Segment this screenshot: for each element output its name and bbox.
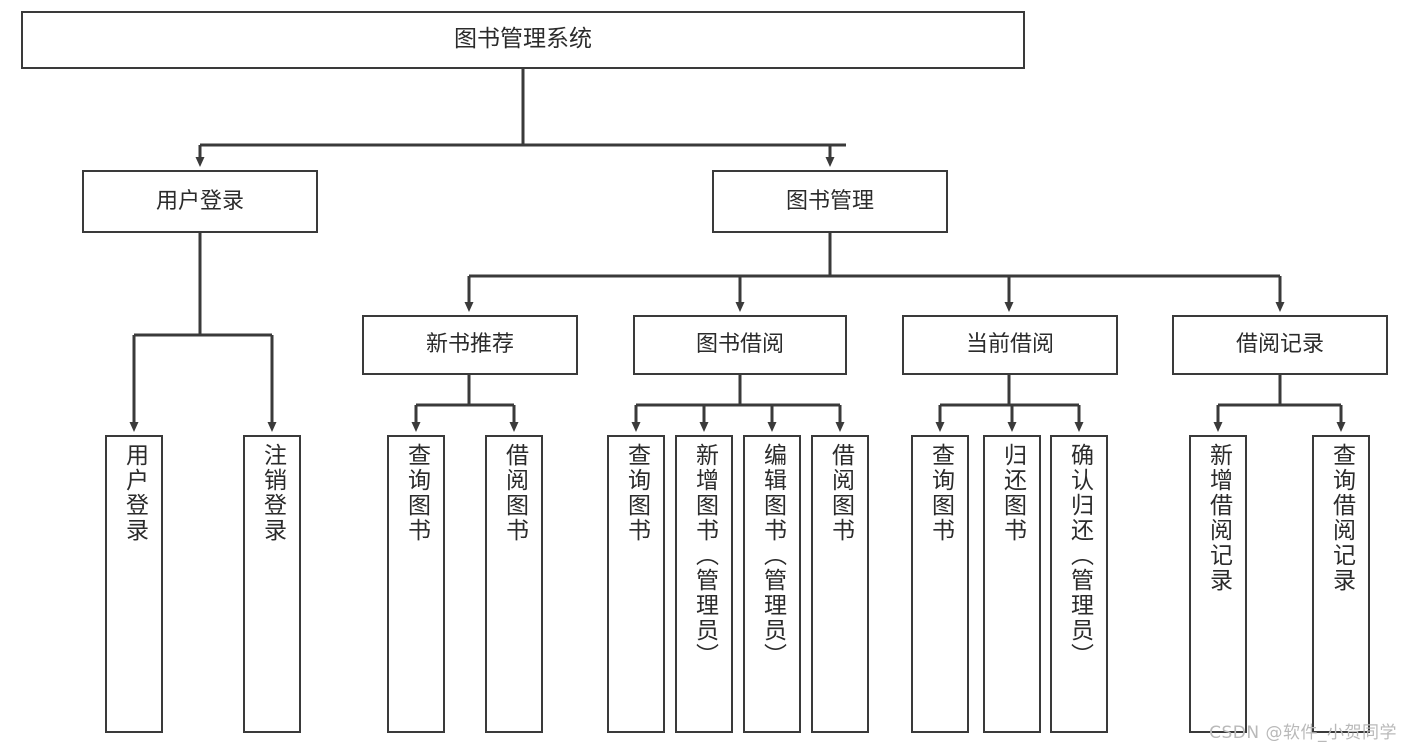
node-root-label: 图书管理系统 [454, 26, 592, 53]
node-book-borrow[interactable]: 图书借阅 [633, 315, 847, 375]
node-leaf-user-login-label: 用户登录 [121, 443, 148, 543]
node-leaf-add-book[interactable]: 新增图书（管理员） [675, 435, 733, 733]
node-leaf-user-login[interactable]: 用户登录 [105, 435, 163, 733]
node-leaf-borrow-book-2-label: 借阅图书 [827, 443, 854, 543]
node-leaf-add-record[interactable]: 新增借阅记录 [1189, 435, 1247, 733]
node-leaf-query-book-3-label: 查询图书 [927, 443, 954, 543]
node-leaf-add-record-label: 新增借阅记录 [1205, 443, 1232, 593]
node-leaf-logout-label: 注销登录 [259, 443, 286, 543]
node-new-book-recommend-label: 新书推荐 [425, 332, 514, 358]
node-leaf-query-record-label: 查询借阅记录 [1328, 443, 1355, 593]
node-book-manage[interactable]: 图书管理 [712, 170, 948, 233]
node-leaf-confirm-return-label: 确认归还（管理员） [1066, 443, 1093, 668]
node-leaf-confirm-return[interactable]: 确认归还（管理员） [1050, 435, 1108, 733]
node-leaf-borrow-book-2[interactable]: 借阅图书 [811, 435, 869, 733]
node-leaf-edit-book[interactable]: 编辑图书（管理员） [743, 435, 801, 733]
node-book-manage-label: 图书管理 [785, 188, 874, 214]
node-book-borrow-label: 图书借阅 [695, 332, 784, 358]
node-root[interactable]: 图书管理系统 [21, 11, 1025, 69]
node-borrow-record[interactable]: 借阅记录 [1172, 315, 1388, 375]
node-leaf-return-book-label: 归还图书 [999, 443, 1026, 543]
node-leaf-borrow-book-1-label: 借阅图书 [501, 443, 528, 543]
node-leaf-query-book-1[interactable]: 查询图书 [387, 435, 445, 733]
node-new-book-recommend[interactable]: 新书推荐 [362, 315, 578, 375]
node-leaf-logout[interactable]: 注销登录 [243, 435, 301, 733]
node-current-borrow-label: 当前借阅 [965, 332, 1054, 358]
node-leaf-query-book-3[interactable]: 查询图书 [911, 435, 969, 733]
node-leaf-query-record[interactable]: 查询借阅记录 [1312, 435, 1370, 733]
node-borrow-record-label: 借阅记录 [1235, 332, 1324, 358]
node-leaf-borrow-book-1[interactable]: 借阅图书 [485, 435, 543, 733]
node-leaf-query-book-1-label: 查询图书 [403, 443, 430, 543]
node-user-login[interactable]: 用户登录 [82, 170, 318, 233]
node-leaf-return-book[interactable]: 归还图书 [983, 435, 1041, 733]
node-leaf-query-book-2[interactable]: 查询图书 [607, 435, 665, 733]
node-leaf-add-book-label: 新增图书（管理员） [691, 443, 718, 668]
node-current-borrow[interactable]: 当前借阅 [902, 315, 1118, 375]
node-leaf-query-book-2-label: 查询图书 [623, 443, 650, 543]
node-user-login-label: 用户登录 [155, 188, 244, 214]
node-leaf-edit-book-label: 编辑图书（管理员） [759, 443, 786, 668]
